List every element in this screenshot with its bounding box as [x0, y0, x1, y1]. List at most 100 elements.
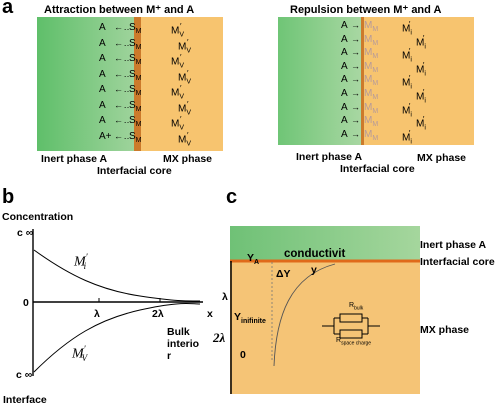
- inert-phase-region-c: [230, 226, 420, 261]
- m-i-label: Mi′: [402, 128, 412, 146]
- mx-phase-label-c: MX phase: [420, 324, 470, 336]
- m-m-label: MM: [364, 115, 379, 129]
- a-anion-label: A: [99, 37, 106, 49]
- a-anion-label: A: [99, 22, 106, 33]
- panel-c-letter: c: [226, 186, 238, 208]
- mx-phase-label-right: MX phase: [417, 152, 467, 164]
- a-anion-label-right: A: [341, 128, 348, 140]
- repulsion-arrow-icon: →: [351, 74, 360, 85]
- mx-phase-region-right: [361, 17, 474, 145]
- repulsion-arrow-icon: →: [351, 88, 360, 98]
- m-v-label: MV′: [171, 53, 185, 70]
- equivalent-circuit: [322, 313, 380, 339]
- attraction-arrow-icon: ← …: [114, 99, 132, 110]
- m-v-label: MV′: [171, 84, 185, 101]
- y-infinite-label: Yinifinite: [234, 311, 266, 326]
- m-i-label: Mi′: [416, 115, 426, 132]
- mx-phase-region: [134, 17, 223, 151]
- m-v-label: MV′: [178, 130, 192, 147]
- panel-a-left-box: [37, 17, 223, 151]
- inert-phase-label-left: Inert phase A: [41, 153, 108, 165]
- r-space-charge-label: Rspace charge: [336, 337, 372, 347]
- m-m-label: MM: [364, 88, 379, 101]
- two-lambda-label-c: 2λ: [213, 330, 226, 345]
- m-i-label: Mi′: [402, 47, 412, 64]
- a-anion-label-right: A: [341, 20, 348, 31]
- s-m-label: SM: [129, 68, 142, 82]
- a-anion-label: A: [99, 53, 106, 64]
- m-m-label: MM: [364, 47, 379, 61]
- a-anion-label-right: A: [341, 33, 348, 45]
- mv-concentration-curve: [33, 303, 201, 373]
- zero-label-c: 0: [240, 349, 246, 361]
- attraction-arrow-icon: ← …: [114, 68, 132, 79]
- mx-phase-region-c: [230, 261, 420, 394]
- a-anion-label-right: A: [341, 47, 348, 59]
- s-m-label: SM: [129, 115, 142, 128]
- inert-phase-label-right: Inert phase A: [296, 151, 363, 163]
- r-bulk-label: Rbulk: [349, 302, 364, 312]
- a-anion-label: A: [99, 68, 106, 80]
- m-v-label: MV′: [178, 37, 192, 54]
- a-anion-label-right: A: [341, 101, 348, 113]
- m-i-label: Mi′: [416, 33, 426, 50]
- m-m-label: MM: [364, 128, 379, 142]
- two-lambda-label-b: 2λ: [152, 308, 164, 320]
- c-infinity-top: c ∞: [17, 227, 34, 239]
- repulsion-arrow-icon: →: [351, 47, 360, 58]
- interfacial-core-band: [134, 17, 141, 151]
- m-v-label: MV′: [171, 22, 185, 39]
- a-anion-label: A+: [99, 130, 112, 142]
- y-label: y: [311, 264, 317, 276]
- delta-y-label: ΔY: [276, 268, 291, 280]
- concentration-label: Concentration: [2, 211, 74, 223]
- s-m-label: SM: [129, 53, 142, 66]
- m-i-label: Mi′: [402, 101, 412, 118]
- repulsion-arrow-icon: →: [351, 60, 360, 71]
- ya-label: YA: [247, 252, 260, 267]
- attraction-arrow-icon: ← …: [114, 53, 132, 63]
- m-v-label: MV′: [178, 99, 192, 116]
- panel-b-letter: b: [2, 186, 15, 208]
- repulsion-title: Repulsion between M⁺ and A: [290, 4, 442, 16]
- interfacial-core-label-left: Interfacial core: [97, 165, 172, 177]
- m-m-label: MM: [364, 20, 379, 33]
- m-m-label: MM: [364, 33, 379, 47]
- zero-label-b: 0: [23, 297, 29, 309]
- interface-label: Interface: [3, 394, 47, 406]
- interfacial-core-label-right: Interfacial core: [340, 163, 415, 175]
- c-infinity-bottom: c ∞: [16, 369, 33, 381]
- conductivity-curve: [273, 263, 336, 367]
- attraction-arrow-icon: ← …: [114, 37, 132, 48]
- attraction-arrow-icon: ← …: [114, 84, 132, 94]
- attraction-arrow-icon: ← …: [114, 115, 132, 125]
- repulsion-arrow-icon: →: [351, 101, 360, 112]
- m-m-label: MM: [364, 74, 379, 88]
- conductivity-label: conductivit: [284, 248, 346, 260]
- m-i-label: Mi′: [416, 60, 426, 78]
- repulsion-diagram: [278, 17, 474, 145]
- s-m-label: SM: [129, 99, 142, 113]
- mv-curve-label: M′V: [72, 344, 88, 364]
- inert-phase-label-c: Inert phase A: [420, 239, 487, 251]
- mx-phase-label-left: MX phase: [163, 153, 213, 165]
- s-m-label: SM: [129, 130, 142, 144]
- attraction-arrow-icon: ← …: [114, 22, 132, 32]
- m-i-label: Mi′: [402, 20, 412, 37]
- inert-phase-region: [37, 17, 134, 151]
- m-m-label: MM: [364, 60, 379, 74]
- m-m-label: MM: [364, 101, 379, 115]
- x-axis-label: x: [207, 308, 213, 320]
- a-anion-label: A: [99, 115, 106, 126]
- repulsion-arrow-icon: →: [351, 33, 360, 44]
- m-v-label: MV′: [178, 68, 192, 85]
- a-anion-label-right: A: [341, 60, 348, 72]
- interfacial-core-label-c: Interfacial core: [420, 256, 495, 268]
- inert-phase-region-right: [278, 17, 361, 145]
- attraction-arrow-icon: ← …: [114, 130, 132, 141]
- m-i-label: Mi′: [402, 74, 412, 91]
- repulsion-arrow-icon: →: [351, 128, 360, 139]
- mi-concentration-curve: [33, 249, 201, 302]
- repulsion-arrow-icon: →: [351, 115, 360, 126]
- a-anion-label-right: A: [341, 74, 348, 86]
